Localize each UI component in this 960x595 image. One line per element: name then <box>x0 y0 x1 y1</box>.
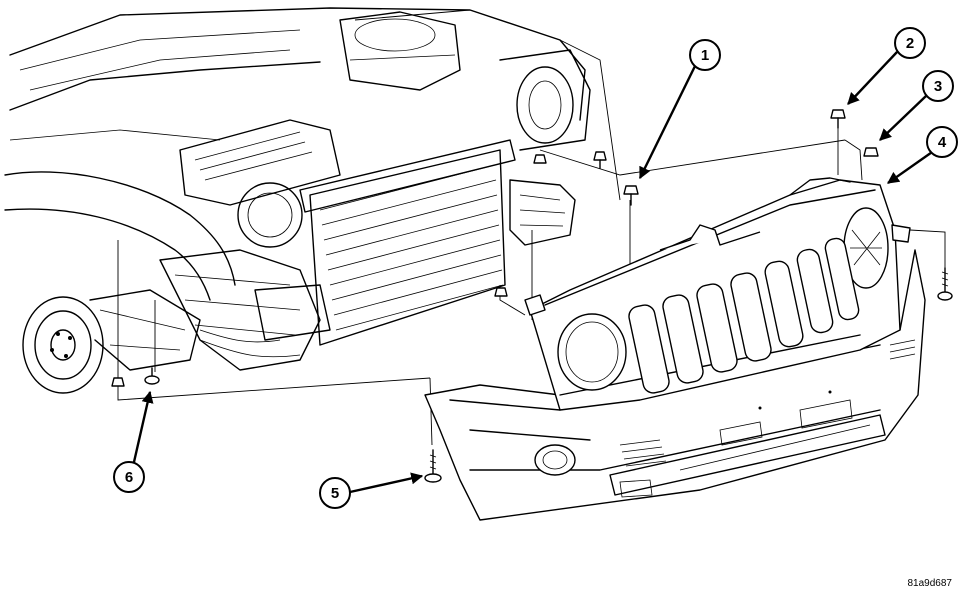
bolt-fastener <box>424 449 442 483</box>
bolt-fastener <box>937 267 953 301</box>
clip-fastener <box>111 377 125 387</box>
callout-1-label: 1 <box>701 47 709 64</box>
clip-fastener <box>593 151 607 169</box>
grille-panel <box>524 177 911 411</box>
clip-fastener <box>494 287 508 297</box>
screw-fastener <box>830 109 846 129</box>
callout-3: 3 <box>922 70 954 102</box>
figure-id-label: 81a9d687 <box>907 578 953 589</box>
callout-6: 6 <box>113 461 145 493</box>
grille-slots <box>628 237 860 394</box>
callout-2-label: 2 <box>906 35 914 52</box>
callout-6-label: 6 <box>125 469 133 486</box>
callout-4: 4 <box>926 126 958 158</box>
vehicle-front-structure <box>4 7 591 394</box>
callout-5-label: 5 <box>331 485 339 502</box>
callout-2: 2 <box>894 27 926 59</box>
fasteners <box>111 109 953 483</box>
bolt-fastener <box>144 367 160 385</box>
push-pin-fastener <box>623 185 639 206</box>
clip-fastener <box>533 154 547 164</box>
callout-4-label: 4 <box>938 134 947 151</box>
callout-5: 5 <box>319 477 351 509</box>
callout-1: 1 <box>689 39 721 71</box>
clip-fastener <box>863 147 879 157</box>
callout-leaders <box>132 51 936 494</box>
callout-3-label: 3 <box>934 78 942 95</box>
